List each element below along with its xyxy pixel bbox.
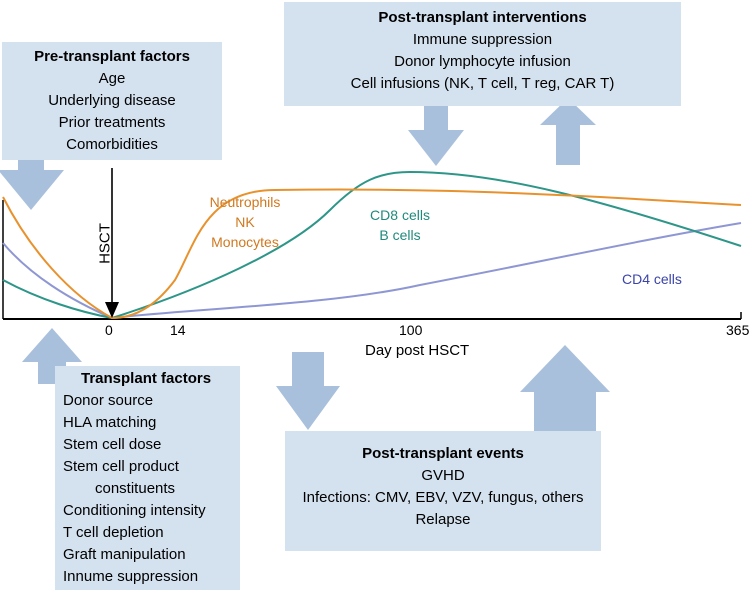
arrow-events-up	[520, 345, 610, 440]
transplant-item: Innume suppression	[63, 568, 199, 585]
pre-item: Prior treatments	[58, 114, 166, 131]
tick-365: 365	[726, 322, 750, 338]
interventions-title: Post-transplant interventions	[378, 9, 587, 26]
arrow-interventions-down	[408, 106, 464, 166]
curve-cd4	[2, 222, 742, 320]
label-cd4: CD4 cells	[622, 271, 682, 287]
transplant-item: Donor source	[63, 392, 154, 409]
tick-14: 14	[170, 322, 186, 338]
tick-0: 0	[105, 322, 113, 338]
pre-item: Age	[98, 70, 126, 87]
transplant-item: T cell depletion	[63, 524, 164, 541]
arrow-transplant-up	[22, 328, 82, 384]
label-neutrophils: Neutrophils	[209, 194, 281, 210]
hsct-label: HSCT	[96, 223, 114, 264]
label-monocytes: Monocytes	[211, 234, 279, 250]
transplant-item: Stem cell product	[63, 458, 179, 475]
pre-transplant-factors-box: Pre-transplant factors Age Underlying di…	[2, 42, 222, 160]
transplant-item: HLA matching	[63, 414, 157, 431]
event-item: GVHD	[421, 467, 465, 484]
event-item: Infections: CMV, EBV, VZV, fungus, other…	[302, 489, 584, 506]
orange-curve-labels: Neutrophils NK Monocytes	[195, 192, 295, 252]
hsct-arrowhead	[105, 302, 119, 318]
label-nk: NK	[235, 214, 255, 230]
transplant-item: constituents	[95, 480, 176, 497]
transplant-factors-box: Transplant factors Donor source HLA matc…	[55, 366, 240, 590]
post-transplant-interventions-box: Post-transplant interventions Immune sup…	[284, 2, 681, 106]
intervention-item: Donor lymphocyte infusion	[394, 53, 571, 70]
transplant-item: Graft manipulation	[63, 546, 186, 563]
curve-neutrophils	[2, 188, 742, 320]
events-title: Post-transplant events	[362, 445, 524, 462]
pre-item: Comorbidities	[66, 136, 158, 153]
post-transplant-events-box: Post-transplant events GVHD Infections: …	[285, 431, 601, 551]
arrow-pre-down	[0, 138, 64, 210]
pre-transplant-title: Pre-transplant factors	[34, 48, 190, 65]
event-item: Relapse	[415, 511, 471, 528]
label-cd8: CD8 cells	[370, 207, 430, 223]
transplant-factors-title: Transplant factors	[81, 370, 212, 387]
intervention-item: Immune suppression	[412, 31, 553, 48]
transplant-item: Stem cell dose	[63, 436, 162, 453]
transplant-item: Conditioning intensity	[63, 502, 206, 519]
tick-100: 100	[399, 322, 423, 338]
arrow-events-down	[276, 352, 340, 430]
pre-item: Underlying disease	[48, 92, 176, 109]
arrow-interventions-up	[540, 98, 596, 165]
intervention-item: Cell infusions (NK, T cell, T reg, CAR T…	[350, 75, 615, 92]
label-b-cells: B cells	[379, 227, 421, 243]
curve-cd8-b	[2, 170, 742, 320]
x-axis-label: Day post HSCT	[365, 342, 470, 359]
teal-curve-labels: CD8 cells B cells	[350, 205, 450, 245]
